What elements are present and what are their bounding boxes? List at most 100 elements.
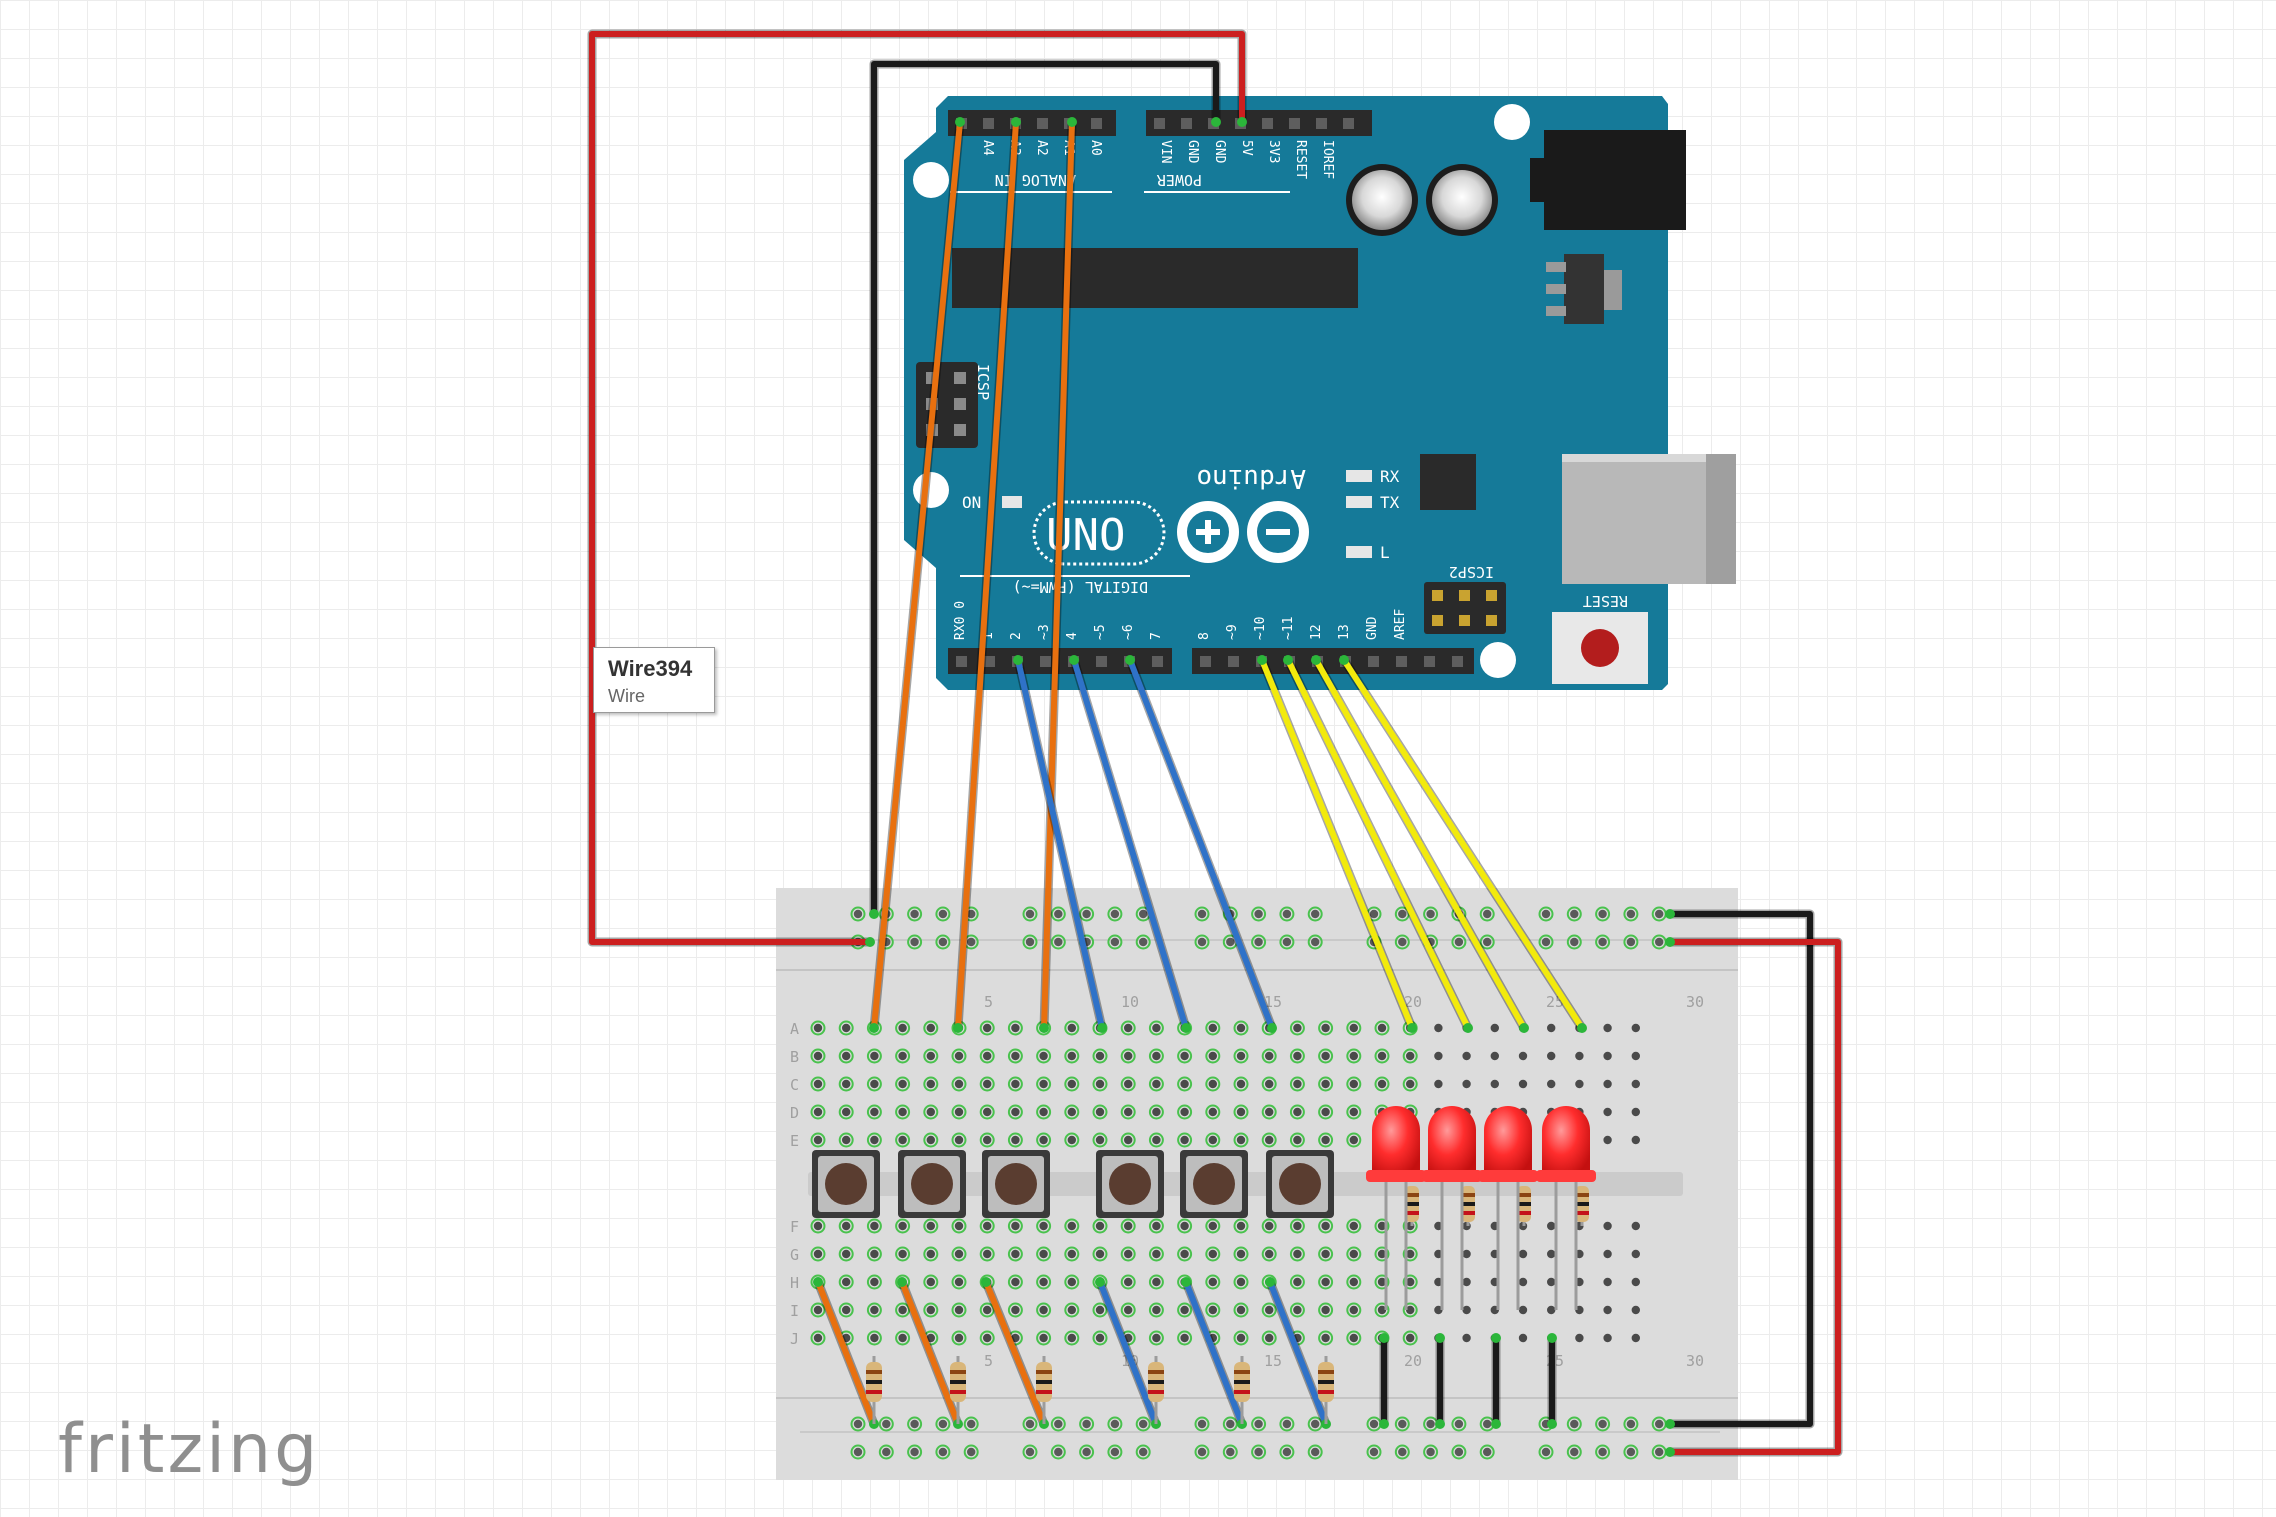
resistor-band xyxy=(1461,1193,1475,1197)
col-mark-30-bottom: 30 xyxy=(1686,1352,1704,1370)
rail-hole-ring xyxy=(878,1444,894,1460)
breadboard-hole xyxy=(1547,1249,1556,1259)
resistor-band xyxy=(1234,1390,1250,1394)
breadboard-hole-ring xyxy=(1346,1020,1362,1036)
breadboard-hole xyxy=(1518,1305,1528,1315)
rail-hole xyxy=(1282,937,1292,947)
breadboard-hole xyxy=(1490,1079,1500,1089)
wire-digital-4[interactable] xyxy=(1071,657,1189,1031)
col-mark-15-bottom: 15 xyxy=(1264,1352,1282,1370)
wire-rail-gnd[interactable] xyxy=(1667,911,1813,1427)
breadboard-hole-ring xyxy=(866,1218,882,1234)
breadboard-hole xyxy=(1180,1333,1189,1343)
breadboard-hole-ring xyxy=(1205,1020,1221,1036)
breadboard-hole-ring xyxy=(1177,1132,1193,1148)
header-pin xyxy=(1396,656,1407,667)
breadboard-hole-ring xyxy=(1318,1076,1334,1092)
wire-digital-12[interactable] xyxy=(1313,657,1527,1031)
wire-button-jumper[interactable] xyxy=(815,1279,877,1427)
breadboard-hole xyxy=(1236,1023,1246,1033)
breadboard-hole-ring xyxy=(1318,1274,1334,1290)
rail-hole xyxy=(1025,909,1035,919)
wire-digital-6[interactable] xyxy=(1127,657,1275,1031)
wire-digital-10[interactable] xyxy=(1259,657,1415,1031)
push-button-cap[interactable] xyxy=(1109,1163,1151,1205)
rail-hole xyxy=(1197,909,1207,919)
breadboard-hole-ring xyxy=(1346,1302,1362,1318)
breadboard-hole xyxy=(926,1333,935,1343)
breadboard-hole xyxy=(842,1079,851,1089)
wire-button-jumper[interactable] xyxy=(1267,1279,1329,1427)
breadboard-hole xyxy=(1067,1333,1077,1343)
breadboard-hole xyxy=(1236,1305,1246,1315)
wire-analog-1[interactable] xyxy=(871,119,963,1031)
icsp-label: ICSP xyxy=(974,364,992,400)
wire-button-jumper[interactable] xyxy=(983,1279,1047,1427)
rail-hole xyxy=(1197,1447,1207,1457)
wire-digital-10-end xyxy=(1407,1023,1417,1033)
wire-gnd[interactable] xyxy=(871,61,1219,917)
wire-gnd-end xyxy=(1211,117,1221,127)
col-mark-20-bottom: 20 xyxy=(1404,1352,1422,1370)
pin-label-vin: VIN xyxy=(1158,140,1173,163)
breadboard-hole-ring xyxy=(1261,1302,1277,1318)
breadboard-hole xyxy=(1293,1135,1302,1145)
rail-hole xyxy=(1483,1447,1492,1457)
rail-hole-ring xyxy=(1194,1444,1210,1460)
breadboard-hole-ring xyxy=(923,1246,939,1262)
rail-hole-ring xyxy=(1079,906,1095,922)
header-pin xyxy=(984,656,995,667)
rail-hole-ring xyxy=(850,906,866,922)
on-led xyxy=(1002,496,1022,508)
breadboard-hole-ring xyxy=(1120,1132,1136,1148)
breadboard-hole-ring xyxy=(1346,1132,1362,1148)
wire-led-ground-end xyxy=(1547,1333,1557,1343)
wire-digital-13[interactable] xyxy=(1341,657,1585,1031)
breadboard-hole xyxy=(1067,1079,1077,1089)
l-led xyxy=(1346,546,1372,558)
breadboard-hole xyxy=(1152,1079,1161,1089)
rail-hole xyxy=(967,937,976,947)
rail-hole xyxy=(1570,937,1579,947)
header-pin xyxy=(1262,118,1273,129)
rail-hole-ring xyxy=(1595,906,1611,922)
breadboard-hole xyxy=(1603,1249,1612,1259)
pin-label-rx0: RX0 0 xyxy=(953,601,968,640)
breadboard-hole xyxy=(1603,1135,1612,1145)
wire-digital-2[interactable] xyxy=(1015,657,1105,1031)
breadboard-hole-ring xyxy=(895,1132,911,1148)
push-button-cap[interactable] xyxy=(995,1163,1037,1205)
breadboard-hole-ring xyxy=(1205,1132,1221,1148)
pin-label-gnd-3: GND xyxy=(1365,616,1380,640)
breadboard-hole-ring xyxy=(1064,1048,1080,1064)
pin-label-d4: 4 xyxy=(1065,632,1080,640)
wire-analog-2[interactable] xyxy=(955,119,1019,1031)
wire-button-jumper[interactable] xyxy=(1183,1279,1245,1427)
rail-hole-ring xyxy=(1479,906,1495,922)
resistor-band xyxy=(1318,1380,1334,1384)
wire-button-jumper[interactable] xyxy=(1097,1279,1159,1427)
breadboard-hole-ring xyxy=(866,1302,882,1318)
breadboard-hole-ring xyxy=(1318,1302,1334,1318)
push-button-cap[interactable] xyxy=(825,1163,867,1205)
mounting-hole xyxy=(1480,642,1516,678)
wire-rail-vcc[interactable] xyxy=(1667,939,1841,1455)
breadboard-hole xyxy=(926,1305,935,1315)
breadboard-hole-ring xyxy=(1148,1218,1164,1234)
wire-button-jumper[interactable] xyxy=(899,1279,961,1427)
breadboard-hole-ring xyxy=(1233,1020,1249,1036)
push-button-cap[interactable] xyxy=(1279,1163,1321,1205)
rail-hole-ring xyxy=(1538,1444,1554,1460)
push-button-cap[interactable] xyxy=(1193,1163,1235,1205)
rail-hole xyxy=(1398,1447,1407,1457)
breadboard-hole-ring xyxy=(1148,1330,1164,1346)
breadboard-hole-ring xyxy=(1289,1104,1305,1120)
breadboard-hole xyxy=(1095,1135,1105,1145)
reset-button-cap[interactable] xyxy=(1581,629,1619,667)
push-button-cap[interactable] xyxy=(911,1163,953,1205)
rail-hole-ring xyxy=(1279,1444,1295,1460)
wire-5v[interactable] xyxy=(589,31,1245,945)
wire-analog-3[interactable] xyxy=(1041,119,1075,1031)
wire-digital-11[interactable] xyxy=(1285,657,1471,1031)
